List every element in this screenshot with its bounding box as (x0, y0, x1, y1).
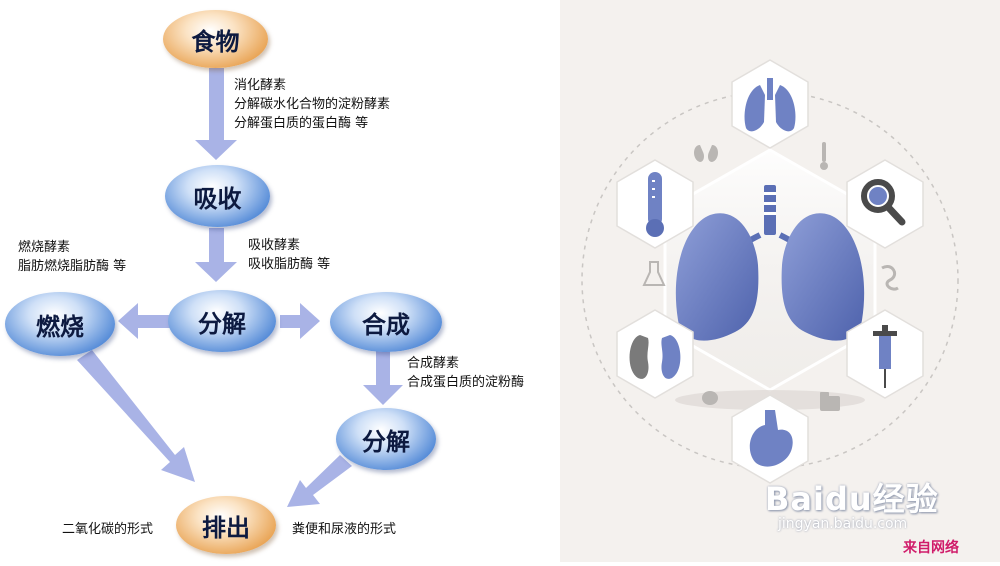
note-synth-enzyme: 合成酵素 合成蛋白质的淀粉酶 (407, 354, 524, 392)
note-burn-enzyme: 燃烧酵素 脂肪燃烧脂肪酶 等 (18, 238, 126, 276)
note-waste: 粪便和尿液的形式 (292, 522, 397, 537)
node-decompose2: 分解 (336, 408, 436, 470)
note-co2: 二氧化碳的形式 (62, 522, 154, 537)
note-digest-enzyme: 消化酵素 分解碳水化合物的淀粉酵素 分解蛋白质的蛋白酶 等 (234, 76, 390, 133)
metabolism-diagram: 食物 吸收 分解 燃烧 合成 分解 排出 消化酵素 分解碳水化合物的淀粉酵素 分… (5, 10, 525, 554)
note-absorb-enzyme: 吸收酵素 吸收脂肪酶 等 (248, 236, 330, 274)
watermark-url: jingyan.baidu.com (778, 516, 908, 532)
small-icons (642, 142, 899, 411)
organ-illustration-art (581, 59, 959, 484)
hex-kidneys (616, 309, 694, 399)
node-excrete: 排出 (176, 496, 276, 554)
note-absorb-line1: 吸收脂肪酶 等 (248, 257, 331, 272)
hex-stomach (731, 394, 809, 484)
arrow-decompose-synth (280, 303, 320, 339)
arrow-decompose-burn (118, 303, 170, 339)
note-burn-title: 燃烧酵素 (18, 240, 71, 255)
node-burn: 燃烧 (5, 292, 115, 356)
hex-lungs (731, 59, 809, 149)
node-synthesize: 合成 (330, 292, 442, 352)
node-absorb: 吸收 (165, 165, 270, 227)
arrow-absorb-decompose (195, 228, 237, 282)
node-food: 食物 (163, 10, 268, 68)
hex-syringe (846, 309, 924, 399)
note-digest-line1: 分解碳水化合物的淀粉酵素 (234, 97, 391, 112)
note-synth-line1: 合成蛋白质的淀粉酶 (407, 375, 525, 390)
note-synth-title: 合成酵素 (407, 356, 460, 371)
lungs-icon (675, 185, 865, 341)
note-burn-line1: 脂肪燃烧脂肪酶 等 (18, 259, 127, 274)
hex-magnifier (846, 159, 924, 249)
organ-illustration (560, 0, 1000, 562)
arrow-synth-decompose2 (363, 350, 403, 405)
note-digest-line2: 分解蛋白质的蛋白酶 等 (234, 116, 369, 131)
hex-thermometer (616, 159, 694, 249)
arrow-decompose2-excrete (287, 455, 352, 507)
watermark-brand: Baidu经验 (765, 480, 939, 518)
node-decompose: 分解 (168, 290, 276, 352)
flow-arrows (77, 68, 403, 507)
note-digest-title: 消化酵素 (234, 78, 287, 93)
arrow-burn-excrete (77, 350, 195, 482)
source-credit: 来自网络 (903, 540, 959, 556)
arrow-food-absorb (195, 68, 237, 160)
note-absorb-title: 吸收酵素 (248, 238, 301, 253)
